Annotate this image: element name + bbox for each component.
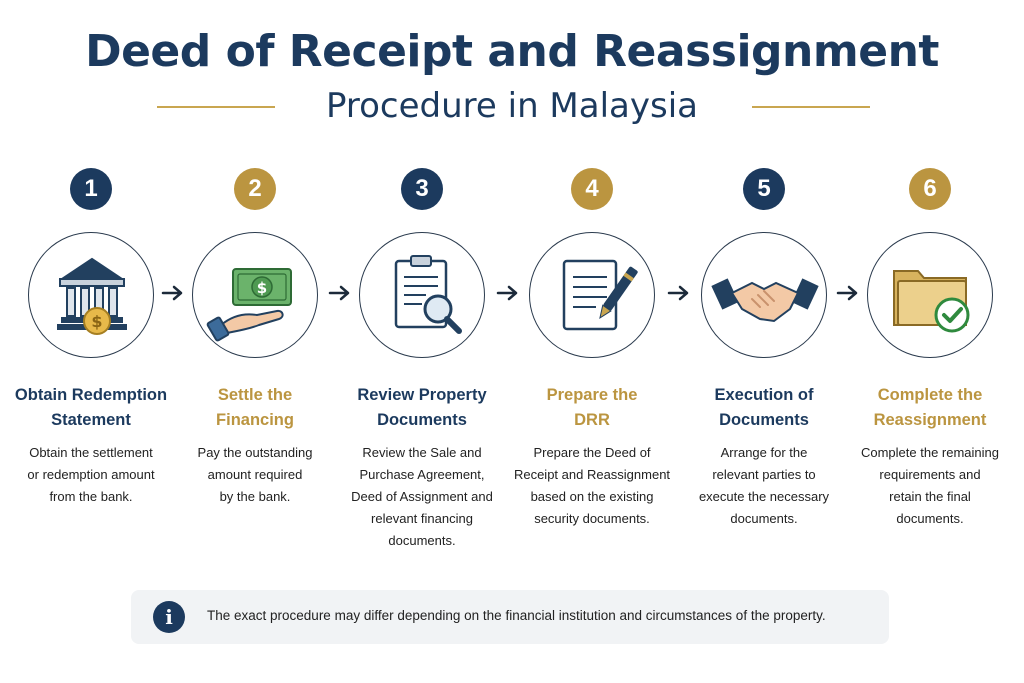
step-number: 3 <box>401 168 443 210</box>
step-number: 2 <box>234 168 276 210</box>
info-icon: i <box>153 601 185 633</box>
arrow-right-icon <box>666 284 692 302</box>
arrow-right-icon <box>835 284 861 302</box>
title-divider-right <box>752 106 870 108</box>
arrow-right-icon <box>160 284 186 302</box>
bank-icon: $ <box>28 232 154 358</box>
svg-text:$: $ <box>91 312 102 331</box>
folder-check-icon <box>867 232 993 358</box>
step-number: 4 <box>571 168 613 210</box>
title-divider-left <box>157 106 275 108</box>
arrow-right-icon <box>495 284 521 302</box>
step-number: 1 <box>70 168 112 210</box>
step-number: 6 <box>909 168 951 210</box>
title-line-2: Procedure in Malaysia <box>325 86 698 126</box>
document-pen-icon <box>529 232 655 358</box>
svg-text:$: $ <box>257 279 267 297</box>
arrow-right-icon <box>327 284 353 302</box>
disclaimer-text: The exact procedure may differ depending… <box>207 608 826 623</box>
clipboard-search-icon <box>359 232 485 358</box>
money-hand-icon: $ <box>192 232 318 358</box>
disclaimer-note: i The exact procedure may differ dependi… <box>131 590 889 644</box>
step-number: 5 <box>743 168 785 210</box>
title-line-1: Deed of Receipt and Reassignment <box>85 26 939 77</box>
handshake-icon <box>701 232 827 358</box>
